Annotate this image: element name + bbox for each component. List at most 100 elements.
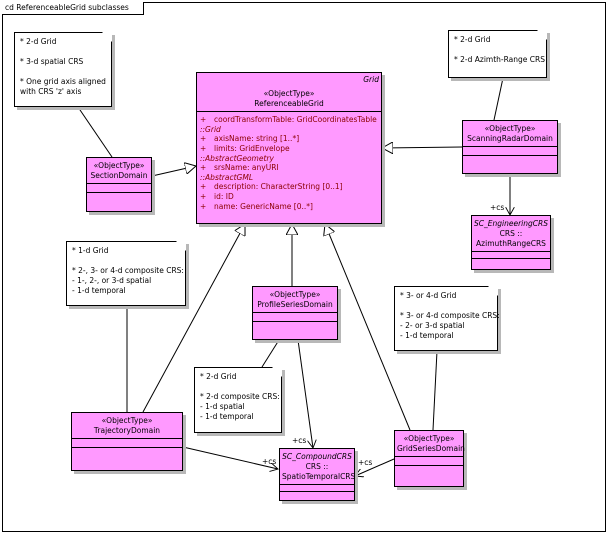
class-stereotype: «ObjectType» — [403, 434, 455, 443]
role-label-trajectory-cs: +cs — [262, 457, 277, 466]
note-line: * 1-d Grid — [72, 246, 109, 255]
class-stereotype: SC_CompoundCRS — [282, 452, 352, 461]
attribute-row: +id: ID — [200, 192, 234, 201]
class-grid-series-domain[interactable]: «ObjectType» GridSeriesDomain — [394, 430, 465, 487]
generalization-trajectory — [142, 224, 245, 413]
class-name: GridSeriesDomain — [397, 444, 465, 453]
class-stereotype: «ObjectType» — [269, 290, 321, 299]
class-section-domain[interactable]: «ObjectType» SectionDomain — [86, 157, 152, 212]
note-corner-icon — [176, 241, 186, 251]
class-section — [87, 184, 151, 193]
role-label-gridseries-cs: +cs — [358, 458, 373, 467]
attribute-list: +coordTransformTable: GridCoordinatesTab… — [197, 112, 381, 212]
attribute-row: +name: GenericName [0..*] — [200, 202, 313, 211]
attribute-group: ::Grid — [200, 125, 221, 134]
class-name: ScanningRadarDomain — [467, 134, 553, 143]
class-tag: Grid — [363, 75, 379, 84]
class-header: «ObjectType» SectionDomain — [87, 158, 151, 184]
class-namespace: CRS :: — [305, 462, 329, 471]
class-section — [253, 313, 337, 322]
class-stereotype: SC_EngineeringCRS — [474, 219, 548, 228]
association-gridseries-crs — [355, 458, 395, 476]
note-line: * One grid axis aligned — [20, 77, 106, 86]
class-name: ProfileSeriesDomain — [257, 300, 333, 309]
generalization-radar — [382, 147, 463, 148]
class-section — [395, 457, 463, 466]
attribute-row: +coordTransformTable: GridCoordinatesTab… — [200, 115, 377, 124]
note-section-domain: * 2-d Grid * 3-d spatial CRS * One grid … — [14, 32, 112, 107]
class-stereotype: «ObjectType» — [93, 161, 145, 170]
class-name: SectionDomain — [90, 171, 148, 180]
note-line: * 2-d Grid — [20, 37, 57, 46]
class-name: TrajectoryDomain — [93, 426, 161, 435]
note-line: * 2-d Grid — [200, 372, 237, 381]
class-name: SpatioTemporalCRS — [282, 472, 356, 481]
class-namespace: CRS :: — [499, 229, 523, 238]
note-corner-icon — [488, 286, 498, 296]
generalization-gridseries — [325, 224, 411, 431]
note-line — [200, 382, 276, 392]
note-line: * 3- or 4-d composite CRS: — [400, 311, 500, 320]
note-line: with CRS 'z' axis — [20, 87, 82, 96]
attribute-group: ::AbstractGeometry — [200, 154, 274, 163]
class-header: «ObjectType» ProfileSeriesDomain — [253, 287, 337, 313]
note-anchor-section — [77, 106, 113, 158]
class-azimuth-range-crs[interactable]: SC_EngineeringCRS CRS :: AzimuthRangeCRS — [471, 215, 551, 270]
note-line — [72, 256, 180, 266]
class-section — [472, 252, 550, 259]
class-header: «ObjectType» TrajectoryDomain — [72, 413, 182, 439]
note-line: * 3-d spatial CRS — [20, 57, 84, 66]
class-header: Grid «ObjectType» ReferenceableGrid — [197, 73, 381, 112]
role-label-profile-cs: +cs — [292, 436, 307, 445]
class-header: «ObjectType» GridSeriesDomain — [395, 431, 465, 457]
note-line: - 2- or 3-d spatial — [400, 321, 465, 330]
note-scanning-radar: * 2-d Grid * 2-d Azimth-Range CRS — [448, 30, 547, 78]
class-section — [463, 147, 557, 156]
diagram-frame — [2, 2, 606, 532]
class-spatio-temporal-crs[interactable]: SC_CompoundCRS CRS :: SpatioTemporalCRS — [279, 448, 355, 501]
class-header: SC_CompoundCRS CRS :: SpatioTemporalCRS — [280, 449, 356, 485]
note-profile-series: * 2-d Grid * 2-d composite CRS: - 1-d sp… — [194, 367, 282, 433]
note-line — [20, 67, 106, 77]
note-line: - 1-d temporal — [400, 331, 454, 340]
class-scanning-radar-domain[interactable]: «ObjectType» ScanningRadarDomain — [462, 120, 558, 174]
note-line — [454, 45, 541, 55]
note-line: * 2-d Grid — [454, 35, 491, 44]
note-line: * 2-d composite CRS: — [200, 392, 280, 401]
class-section — [280, 485, 354, 492]
class-stereotype: «ObjectType» — [484, 124, 536, 133]
association-profile-crs — [297, 339, 313, 448]
class-header: SC_EngineeringCRS CRS :: AzimuthRangeCRS — [472, 216, 550, 252]
note-anchor-profile — [261, 339, 280, 368]
class-name: AzimuthRangeCRS — [476, 239, 546, 248]
note-line — [20, 47, 106, 57]
note-trajectory: * 1-d Grid * 2-, 3- or 4-d composite CRS… — [66, 241, 186, 306]
note-corner-icon — [272, 367, 282, 377]
generalization-section — [151, 166, 196, 177]
class-referenceable-grid[interactable]: Grid «ObjectType» ReferenceableGrid +coo… — [196, 72, 382, 224]
association-trajectory-crs — [182, 446, 278, 469]
note-line — [400, 301, 492, 311]
note-corner-icon — [102, 32, 112, 42]
note-line: - 1-d temporal — [72, 286, 126, 295]
class-stereotype: «ObjectType» — [263, 89, 315, 98]
class-section — [72, 439, 182, 448]
note-line: * 2-d Azimth-Range CRS — [454, 55, 545, 64]
class-profile-series-domain[interactable]: «ObjectType» ProfileSeriesDomain — [252, 286, 338, 340]
attribute-row: +description: CharacterString [0..1] — [200, 182, 343, 191]
note-grid-series: * 3- or 4-d Grid * 3- or 4-d composite C… — [394, 286, 500, 351]
attribute-row: +srsName: anyURI — [200, 163, 279, 172]
note-corner-icon — [537, 30, 547, 40]
note-line: * 3- or 4-d Grid — [400, 291, 457, 300]
class-trajectory-domain[interactable]: «ObjectType» TrajectoryDomain — [71, 412, 183, 471]
role-label-radar-cs: +cs — [490, 203, 505, 212]
class-stereotype: «ObjectType» — [101, 416, 153, 425]
note-anchor-radar — [493, 77, 504, 121]
note-anchor-gridseries — [432, 350, 438, 431]
note-line: - 1-d spatial — [200, 402, 245, 411]
note-line: - 1-, 2-, or 3-d spatial — [72, 276, 152, 285]
note-line: * 2-, 3- or 4-d composite CRS: — [72, 266, 184, 275]
class-name: ReferenceableGrid — [254, 99, 324, 108]
class-header: «ObjectType» ScanningRadarDomain — [463, 121, 557, 147]
